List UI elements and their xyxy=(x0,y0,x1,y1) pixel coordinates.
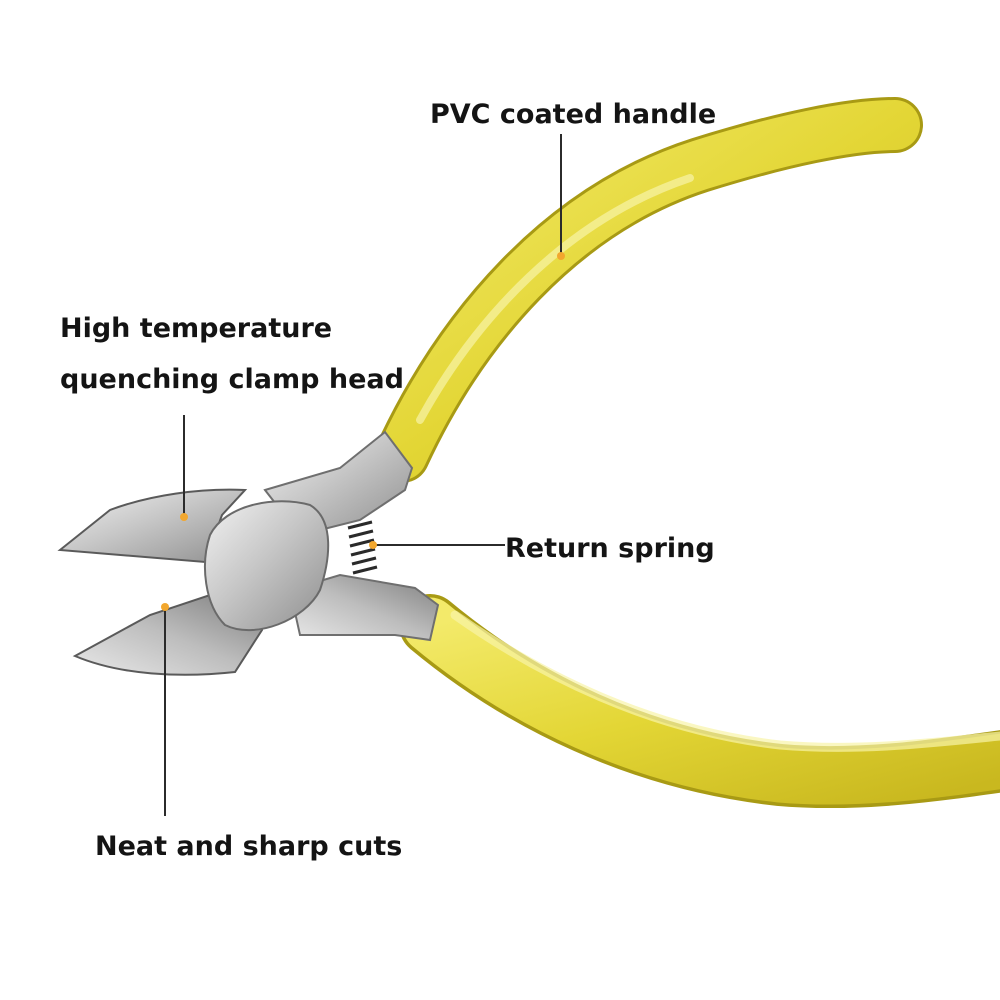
label-sharp-cuts: Neat and sharp cuts xyxy=(95,821,402,872)
lower-metal-arm xyxy=(288,573,440,642)
return-spring xyxy=(347,520,378,575)
label-clamp-head: High temperature quenching clamp head xyxy=(60,303,404,406)
label-pvc-coated-handle-text: PVC coated handle xyxy=(430,99,717,130)
label-pvc-coated-handle: PVC coated handle xyxy=(430,89,716,140)
upper-handle xyxy=(374,97,923,483)
callout-spring xyxy=(369,541,505,549)
label-sharp-cuts-text: Neat and sharp cuts xyxy=(95,831,403,862)
callout-cuts xyxy=(161,603,169,816)
callout-handle xyxy=(557,134,565,260)
label-return-spring-text: Return spring xyxy=(505,533,715,564)
label-clamp-head-line2: quenching clamp head xyxy=(60,364,404,396)
lower-handle xyxy=(399,594,1000,809)
label-return-spring: Return spring xyxy=(505,523,715,574)
pivot-joint xyxy=(204,500,330,631)
upper-jaw xyxy=(57,488,248,564)
label-clamp-head-line1: High temperature xyxy=(60,313,333,344)
callout-clamp-head xyxy=(180,415,188,521)
